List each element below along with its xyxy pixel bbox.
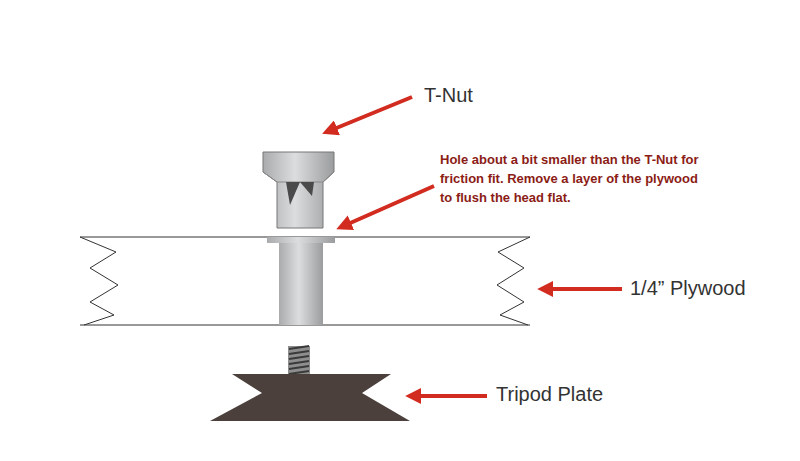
tnut-barrel	[279, 243, 323, 325]
tripod-plate	[210, 374, 410, 421]
thread-stroke	[289, 371, 309, 374]
tnut-flange-seat	[267, 237, 335, 243]
thread-stroke	[289, 361, 309, 364]
tnut-symbol	[263, 152, 334, 228]
callout-note: Hole about a bit smaller than the T-Nut …	[440, 150, 702, 207]
thread-stroke	[289, 346, 309, 349]
thread-stroke	[289, 366, 309, 369]
plywood-board	[80, 237, 530, 325]
thread-stroke	[289, 356, 309, 359]
callout-label: 1/4” Plywood	[630, 277, 746, 300]
screw-thread	[288, 346, 310, 376]
thread-stroke	[289, 351, 309, 354]
callout-label: T-Nut	[424, 84, 473, 107]
callout-label: Tripod Plate	[496, 383, 603, 406]
leader-arrows	[334, 97, 622, 396]
